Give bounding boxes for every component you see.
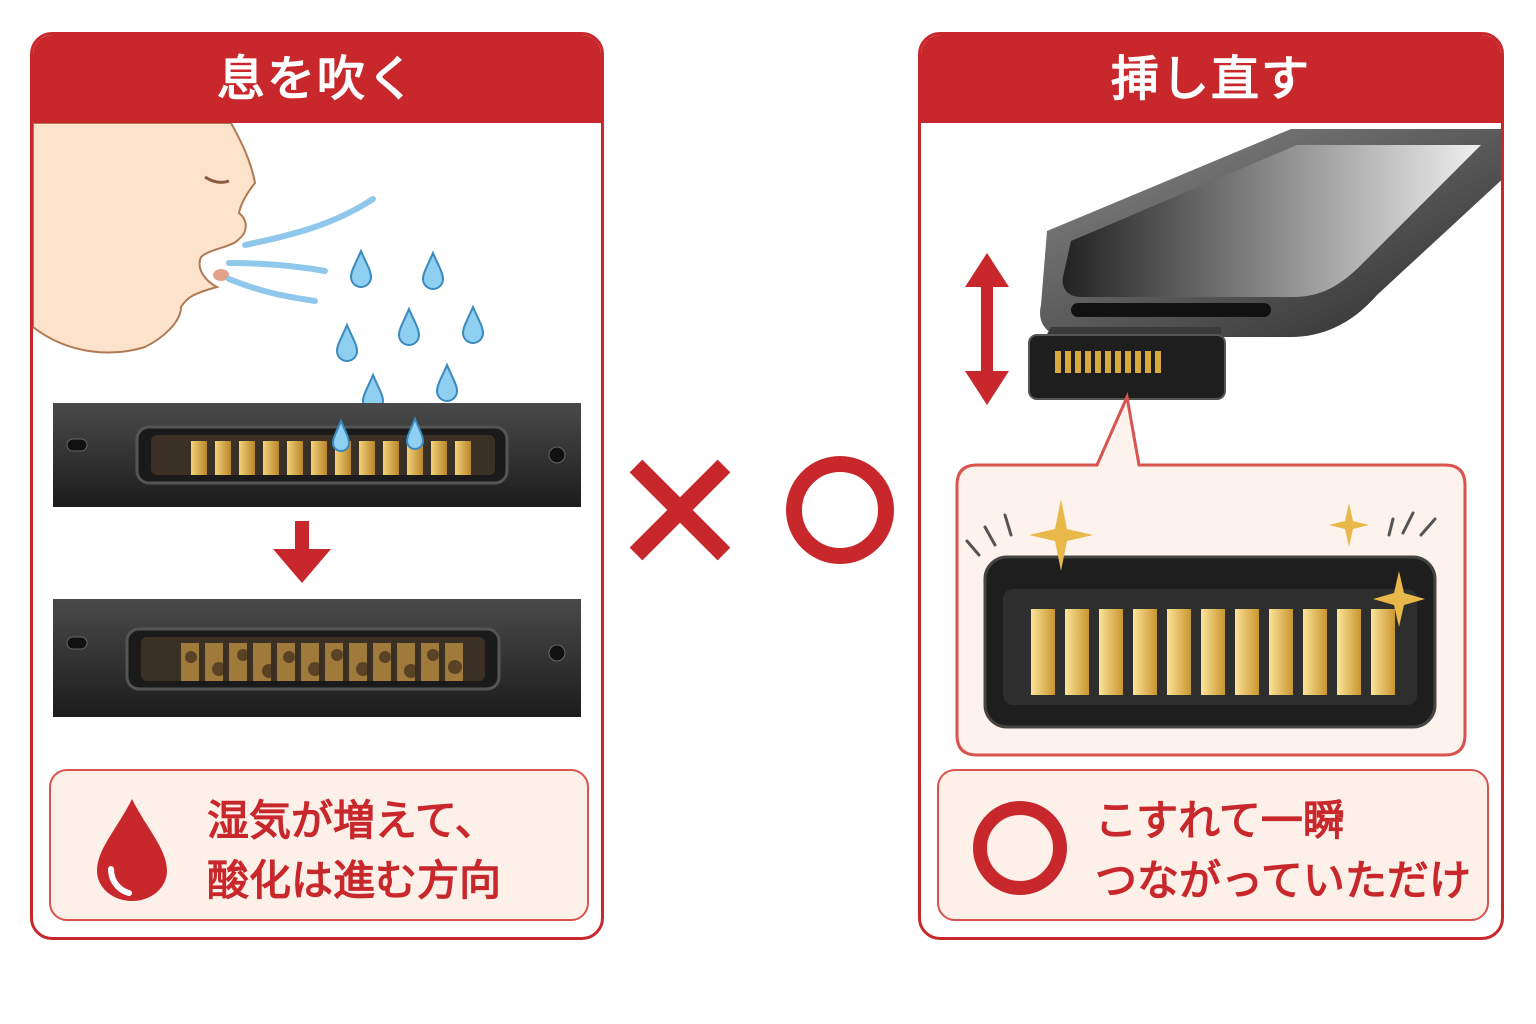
reinsert-note: こすれて一瞬 つながっていただけ bbox=[937, 769, 1489, 921]
water-drop-icon bbox=[97, 799, 167, 901]
blow-note-text: 湿気が増えて、 酸化は進む方向 bbox=[207, 791, 501, 911]
circle-mark-icon bbox=[786, 456, 894, 564]
reinsert-note-text: こすれて一瞬 つながっていただけ bbox=[1095, 791, 1471, 911]
blow-note-line1: 湿気が増えて、 bbox=[207, 796, 497, 845]
mouth bbox=[213, 269, 229, 281]
phone bbox=[1040, 129, 1501, 337]
reinsert-title: 挿し直す bbox=[921, 35, 1501, 123]
face-profile bbox=[33, 122, 257, 354]
reinsert-illustration bbox=[955, 129, 1501, 757]
arrow-down-icon bbox=[273, 521, 331, 583]
blow-note-line2: 酸化は進む方向 bbox=[207, 856, 502, 905]
eye-line bbox=[204, 175, 230, 184]
reinsert-note-line2: つながっていただけ bbox=[1095, 856, 1471, 905]
sparkle-icon bbox=[1029, 499, 1425, 627]
port-zoomed bbox=[983, 555, 1437, 729]
up-down-arrow-icon bbox=[965, 253, 1009, 405]
blow-illustration bbox=[33, 122, 581, 717]
blow-panel: 息を吹く 湿気が増えて、 酸化は進む方向 bbox=[30, 32, 604, 940]
port-before bbox=[53, 403, 581, 507]
circle-mark-icon bbox=[973, 801, 1067, 895]
water-drops-icon bbox=[335, 248, 485, 412]
blow-note: 湿気が増えて、 酸化は進む方向 bbox=[49, 769, 589, 921]
port-after bbox=[53, 599, 581, 717]
cross-mark-icon bbox=[629, 459, 731, 561]
reinsert-note-line1: こすれて一瞬 bbox=[1095, 796, 1345, 845]
breath-icon bbox=[226, 196, 376, 304]
reinsert-panel: 挿し直す こすれて一瞬 つながっていただけ bbox=[918, 32, 1504, 940]
blow-title: 息を吹く bbox=[33, 35, 601, 123]
shine-lines bbox=[965, 511, 1437, 557]
usb-connector bbox=[1028, 327, 1226, 400]
